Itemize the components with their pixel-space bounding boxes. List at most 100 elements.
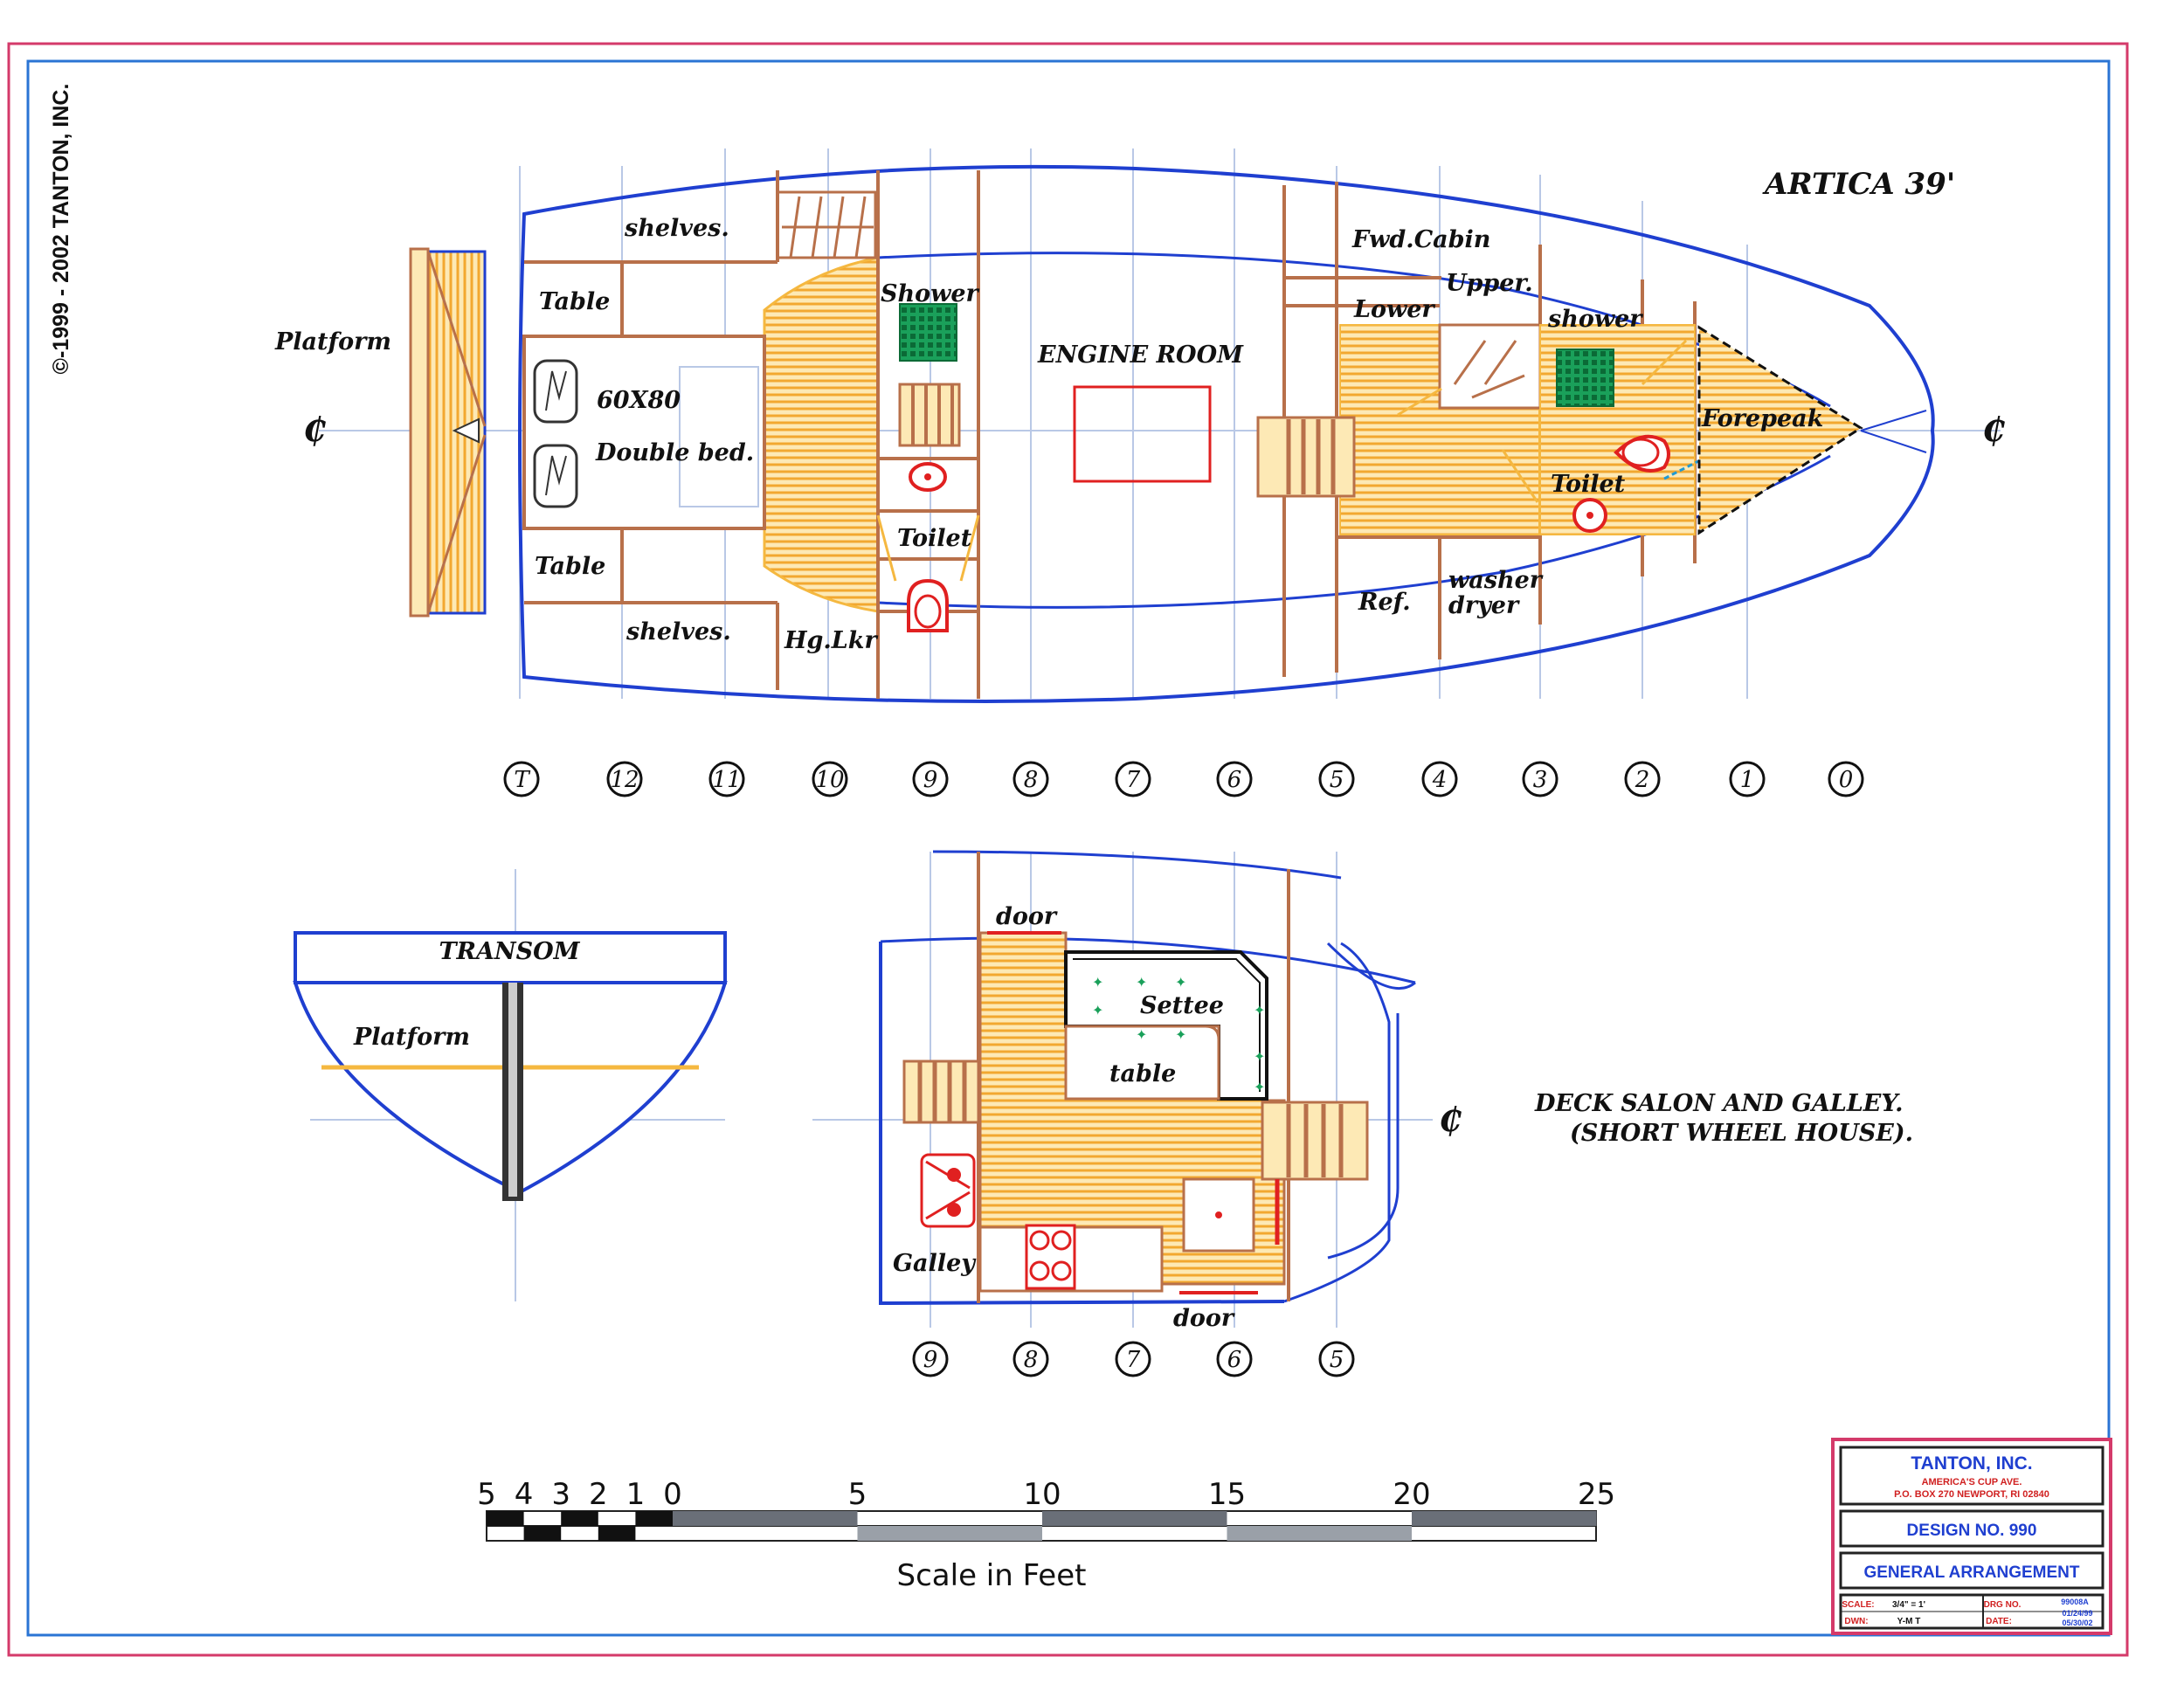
svg-text:✦: ✦ <box>1254 1048 1265 1065</box>
sink-icon <box>1572 498 1607 533</box>
svg-text:✦: ✦ <box>1175 1026 1186 1043</box>
station-marker: 5 <box>1318 1341 1355 1377</box>
scale-tick-label: 4 <box>515 1477 534 1512</box>
station-marker: 6 <box>1216 1341 1253 1377</box>
station-number: 8 <box>1024 767 1039 793</box>
station-number: 12 <box>610 767 639 793</box>
svg-text:✦: ✦ <box>1254 1002 1265 1018</box>
station-number: 8 <box>1024 1347 1039 1373</box>
scale-segment <box>523 1526 562 1541</box>
scale-tick-label: 0 <box>663 1477 682 1512</box>
station-marker: 7 <box>1115 761 1151 797</box>
inner-border <box>26 59 2111 1637</box>
scale-tick-label: 2 <box>589 1477 608 1512</box>
salon-steps-fwd <box>1261 1101 1369 1181</box>
label-shelves-lower: shelves. <box>625 618 731 645</box>
salon-door-top: door <box>996 903 1058 930</box>
salon-door-bottom: door <box>1173 1305 1235 1332</box>
pillow-icon <box>533 444 578 508</box>
station-marker: 9 <box>912 1341 949 1377</box>
station-number: 10 <box>815 767 844 793</box>
station-number: 5 <box>1330 1347 1344 1373</box>
station-marker: 8 <box>1013 1341 1049 1377</box>
label-engine-room: ENGINE ROOM <box>1037 342 1244 369</box>
station-number: 7 <box>1126 1347 1141 1373</box>
station-marker: T <box>503 761 540 797</box>
station-marker: 10 <box>812 761 848 797</box>
station-markers-salon: 9 8 7 6 5 <box>912 1341 1355 1377</box>
tb-dwn-value: Y-M T <box>1897 1617 1921 1626</box>
station-number: 2 <box>1635 767 1650 793</box>
station-marker: 3 <box>1522 761 1559 797</box>
centerline-mark-bow: ₵ <box>1982 410 2006 449</box>
label-shower-aft: Shower <box>881 280 980 307</box>
transom-view: TRANSOM Platform <box>293 869 728 1301</box>
scale-tick-label: 5 <box>477 1477 496 1512</box>
scale-segment <box>1042 1511 1227 1526</box>
scale-segment <box>561 1511 598 1526</box>
tb-sheet: GENERAL ARRANGEMENT <box>1863 1563 2079 1582</box>
shower-drain-grate <box>1556 349 1614 407</box>
label-fwd-cabin: Fwd.Cabin <box>1351 226 1490 253</box>
station-number: 1 <box>1740 767 1755 793</box>
tb-date-label: DATE: <box>1986 1617 2012 1626</box>
svg-text:✦: ✦ <box>1254 1079 1265 1095</box>
station-marker: 5 <box>1318 761 1355 797</box>
scale-tick-label: 15 <box>1208 1477 1246 1512</box>
station-number: 11 <box>712 767 741 793</box>
station-number: 6 <box>1227 1347 1242 1373</box>
tb-date-value2: 05/30/02 <box>2062 1619 2092 1627</box>
sink-icon <box>909 462 947 492</box>
scale-caption: Scale in Feet <box>897 1558 1087 1593</box>
label-platform: Platform <box>274 328 391 355</box>
label-shelves-upper: shelves. <box>624 215 729 242</box>
forepeak-berth <box>1697 325 1863 535</box>
scale-segment <box>673 1511 858 1526</box>
settee-buttons: ✦✦✦ ✦✦✦ ✦✦✦ <box>1092 974 1265 1095</box>
station-marker: 1 <box>1729 761 1766 797</box>
label-table-lower: Table <box>535 553 605 580</box>
label-forepeak: Forepeak <box>1701 405 1823 432</box>
scale-segment <box>598 1526 636 1541</box>
station-number: T <box>514 767 530 793</box>
scale-tick-label: 10 <box>1023 1477 1061 1512</box>
scale-segment <box>487 1511 524 1526</box>
label-dryer: dryer <box>1448 592 1520 619</box>
salon-galley-label: Galley <box>893 1250 977 1277</box>
station-marker: 8 <box>1013 761 1049 797</box>
station-number: 6 <box>1227 767 1242 793</box>
label-table-upper: Table <box>539 288 610 315</box>
tb-dwn-label: DWN: <box>1844 1617 1868 1626</box>
label-upper: Upper. <box>1446 270 1533 297</box>
salon-settee-label: Settee <box>1140 992 1224 1019</box>
svg-text:✦: ✦ <box>1175 974 1186 990</box>
station-number: 3 <box>1533 767 1548 793</box>
station-marker: 4 <box>1421 761 1458 797</box>
svg-text:✦: ✦ <box>1092 974 1103 990</box>
label-bed-name: Double bed. <box>595 439 754 466</box>
scale-tick-label: 25 <box>1578 1477 1615 1512</box>
station-number: 5 <box>1330 767 1344 793</box>
svg-text:✦: ✦ <box>1136 1026 1147 1043</box>
hull-outline <box>518 164 1935 703</box>
label-toilet-fwd: Toilet <box>1551 471 1626 498</box>
tb-drg-value: 99008A <box>2061 1598 2089 1606</box>
pillow-icon <box>533 359 578 424</box>
tb-address2: P.O. BOX 270 NEWPORT, RI 02840 <box>1894 1489 2049 1500</box>
station-number: 9 <box>923 767 938 793</box>
forward-steps <box>1256 416 1356 498</box>
station-number: 9 <box>923 1347 938 1373</box>
transom-platform-label: Platform <box>353 1024 470 1051</box>
svg-text:✦: ✦ <box>1136 974 1147 990</box>
label-shower-fwd: shower <box>1547 306 1643 333</box>
salon-steps-aft <box>902 1059 980 1124</box>
scale-tick-label: 1 <box>626 1477 646 1512</box>
scale-tick-label: 5 <box>848 1477 867 1512</box>
tb-drg-label: DRG NO. <box>1984 1600 2022 1610</box>
label-hanging-locker: Hg.Lkr <box>784 627 878 654</box>
station-marker: 11 <box>708 761 745 797</box>
